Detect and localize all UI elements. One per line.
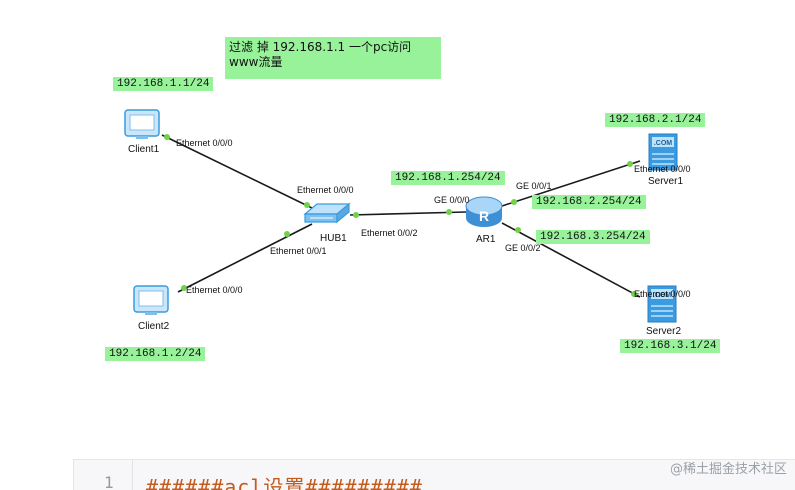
server1-port-label: Ethernet 0/0/0 xyxy=(634,164,691,174)
client2-name-label: Client2 xyxy=(138,321,170,332)
server-icon[interactable]: .COM xyxy=(647,285,677,323)
hub-port-top-label: Ethernet 0/0/0 xyxy=(297,185,354,195)
client1-name-label: Client1 xyxy=(128,144,160,155)
watermark: @稀土掘金技术社区 xyxy=(669,462,787,477)
client2-port-label: Ethernet 0/0/0 xyxy=(186,285,243,295)
link-client1-hub xyxy=(161,134,313,209)
pc-icon[interactable] xyxy=(133,285,169,315)
link-endpoints xyxy=(164,134,637,297)
server1-name-label: Server1 xyxy=(648,176,684,187)
hub-port-right-label: Ethernet 0/0/2 xyxy=(361,228,418,238)
router-icon[interactable]: R xyxy=(465,196,503,227)
endpoint-dot xyxy=(515,227,521,233)
link-router-server1 xyxy=(501,160,641,207)
endpoint-dot xyxy=(164,134,170,140)
endpoint-dot xyxy=(631,291,637,297)
hub-port-bottom-label: Ethernet 0/0/1 xyxy=(270,246,327,256)
endpoint-dot xyxy=(627,161,633,167)
router-icon-letter: R xyxy=(479,208,489,224)
endpoint-dot xyxy=(304,202,310,208)
link-client2-hub xyxy=(177,223,313,293)
link-router-server2 xyxy=(501,222,641,298)
client2-ip-label[interactable]: 192.168.1.2/24 xyxy=(105,347,206,361)
hub-icon[interactable] xyxy=(303,202,351,224)
router-srv1-ip-label[interactable]: 192.168.2.254/24 xyxy=(532,195,646,209)
router-ge001-label: GE 0/0/1 xyxy=(516,181,552,191)
endpoint-dot xyxy=(446,209,452,215)
client1-port-label: Ethernet 0/0/0 xyxy=(176,138,233,148)
hub-name-label: HUB1 xyxy=(320,233,347,244)
endpoint-dot xyxy=(511,199,517,205)
router-srv2-ip-label[interactable]: 192.168.3.254/24 xyxy=(536,230,650,244)
endpoint-dot xyxy=(284,231,290,237)
server-icon[interactable]: .COM xyxy=(648,133,678,171)
router-ge002-label: GE 0/0/2 xyxy=(505,243,541,253)
router-name-label: AR1 xyxy=(476,234,496,245)
note-box[interactable]: 过滤 掉 192.168.1.1 一个pc访问www流量 xyxy=(225,37,441,79)
endpoint-dot xyxy=(353,212,359,218)
server2-icon-text: .COM xyxy=(653,292,671,299)
router-lan-ip-label[interactable]: 192.168.1.254/24 xyxy=(391,171,505,185)
line-gutter: 1 xyxy=(74,460,133,490)
client1-ip-label[interactable]: 192.168.1.1/24 xyxy=(113,77,214,91)
endpoint-dot xyxy=(181,285,187,291)
code-line[interactable]: ######acl设置######### xyxy=(146,475,423,490)
line-number: 1 xyxy=(104,473,114,490)
server2-ip-label[interactable]: 192.168.3.1/24 xyxy=(620,339,721,353)
links xyxy=(161,134,641,298)
server1-ip-label[interactable]: 192.168.2.1/24 xyxy=(605,113,706,127)
pc-icon[interactable] xyxy=(124,109,160,139)
router-ge000-label: GE 0/0/0 xyxy=(434,195,470,205)
server2-port-label: Ethernet 0/0/0 xyxy=(634,289,691,299)
server2-name-label: Server2 xyxy=(646,326,682,337)
server1-icon-text: .COM xyxy=(654,140,672,147)
